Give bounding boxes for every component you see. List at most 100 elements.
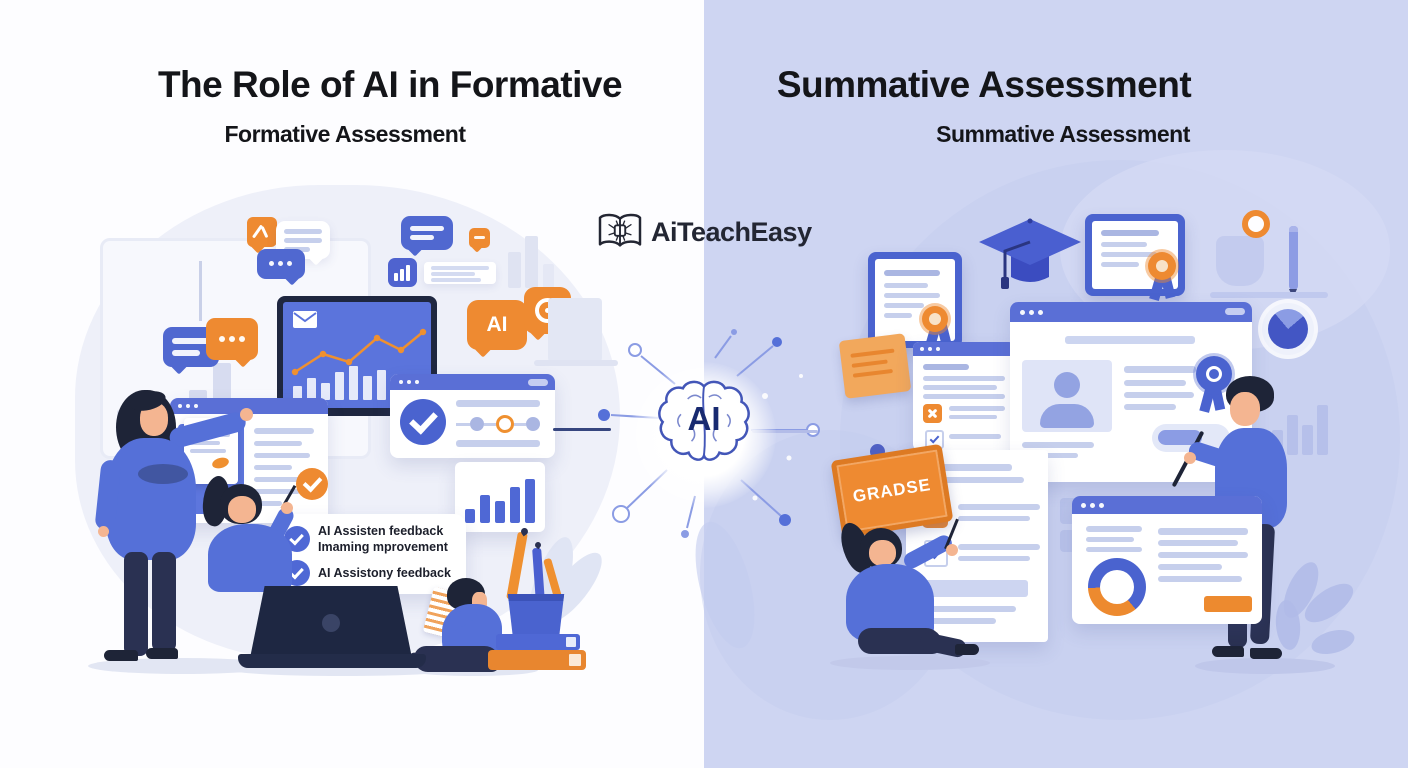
window-dots-icon bbox=[1020, 310, 1043, 315]
text-line bbox=[1101, 262, 1139, 267]
text-line bbox=[456, 400, 540, 407]
faint-bar bbox=[1302, 425, 1313, 455]
text-line bbox=[920, 477, 1024, 483]
text-line bbox=[884, 303, 924, 308]
text-line bbox=[254, 489, 300, 494]
text-line bbox=[1086, 537, 1134, 542]
typing-dots-icon bbox=[219, 336, 245, 342]
window-dots-icon bbox=[1081, 503, 1104, 508]
text-line bbox=[923, 376, 1005, 381]
laptop-logo bbox=[322, 614, 340, 632]
email-icon bbox=[293, 311, 317, 328]
ai-brain-label: AI bbox=[656, 376, 752, 462]
grade-note-label: GRADSE bbox=[851, 474, 933, 507]
chart-bar bbox=[525, 479, 535, 523]
text-line bbox=[1124, 404, 1176, 410]
progress-track bbox=[1152, 424, 1230, 452]
connector-line-left bbox=[553, 428, 611, 431]
text-line bbox=[1158, 528, 1248, 535]
pencil-eraser bbox=[1289, 226, 1298, 232]
faint-bar bbox=[525, 236, 538, 288]
window-header bbox=[390, 374, 555, 390]
text-line bbox=[410, 235, 434, 240]
text-line bbox=[949, 415, 997, 419]
teacher-chest-shade bbox=[138, 464, 188, 484]
speech-bubble-dots bbox=[206, 318, 258, 368]
brand-logo-text: AiTeachEasy bbox=[651, 216, 812, 247]
typing-dots-icon bbox=[269, 261, 292, 266]
cup-rim bbox=[507, 594, 565, 601]
text-line bbox=[190, 441, 220, 445]
text-line bbox=[1158, 576, 1242, 582]
pie-chart bbox=[1268, 309, 1308, 349]
text-line bbox=[852, 368, 893, 378]
bar-chart-card bbox=[455, 462, 545, 532]
ai-bubble-label: AI bbox=[486, 313, 508, 336]
header-button bbox=[1225, 308, 1245, 315]
graduation-cap-icon bbox=[979, 218, 1081, 289]
screen-bar bbox=[349, 366, 358, 400]
summative-title: Summative Assessment bbox=[776, 64, 1192, 105]
text-line bbox=[172, 350, 200, 356]
highlight-oval bbox=[210, 455, 231, 471]
rosette-center bbox=[929, 313, 941, 325]
chart-bar bbox=[480, 495, 490, 523]
book-orange bbox=[488, 650, 586, 670]
donut-chart bbox=[1088, 558, 1146, 616]
feedback-line-2: Imaming mprovement bbox=[318, 540, 448, 554]
donut-hole bbox=[1100, 570, 1134, 604]
stepper-line bbox=[514, 423, 526, 426]
medal-icon bbox=[1242, 210, 1270, 238]
speech-bubble-text bbox=[401, 216, 453, 257]
rosette-seal-icon bbox=[922, 306, 948, 332]
note-card bbox=[424, 262, 496, 284]
book-chip-logo-icon bbox=[598, 213, 642, 247]
shelf-line bbox=[1210, 292, 1328, 298]
ai-brain-icon bbox=[658, 380, 750, 461]
text-line bbox=[1086, 547, 1142, 552]
text-line bbox=[1158, 540, 1238, 546]
screen-bar bbox=[293, 386, 302, 400]
laptop-base bbox=[238, 654, 426, 668]
window-header bbox=[170, 398, 328, 414]
girl-face bbox=[869, 540, 896, 566]
screen-bar bbox=[335, 372, 344, 400]
whiteboard-pole bbox=[199, 261, 202, 321]
check-icon bbox=[929, 433, 940, 444]
speech-bubble-dots bbox=[257, 249, 305, 286]
window-header bbox=[913, 342, 1015, 356]
check-icon bbox=[409, 405, 438, 435]
text-line bbox=[1158, 564, 1222, 570]
chart-bar bbox=[465, 509, 475, 523]
screen-bar bbox=[307, 378, 316, 400]
screen-bar bbox=[377, 370, 386, 400]
text-line bbox=[1124, 366, 1196, 373]
text-line bbox=[172, 338, 210, 344]
text-line bbox=[958, 556, 1030, 561]
girl-hand bbox=[946, 544, 958, 556]
formative-title: The Role of AI in Formative bbox=[157, 64, 623, 105]
quiz-window-small bbox=[913, 342, 1015, 450]
text-line bbox=[923, 385, 997, 390]
man-shoe bbox=[1212, 646, 1244, 657]
ai-speech-bubble: AI bbox=[467, 300, 527, 358]
pen-glyph-icon bbox=[260, 225, 269, 239]
brand-logo: AiTeachEasy bbox=[597, 212, 812, 252]
text-line bbox=[254, 428, 314, 434]
action-button bbox=[1204, 596, 1252, 612]
avatar-head bbox=[1054, 372, 1080, 398]
dash-icon bbox=[474, 236, 485, 239]
faint-bar bbox=[508, 252, 521, 288]
check-icon bbox=[289, 530, 304, 546]
text-line bbox=[254, 441, 302, 446]
speech-bubble-mini bbox=[469, 228, 490, 253]
results-card bbox=[1072, 496, 1262, 624]
rosette-center bbox=[1156, 260, 1168, 272]
teacher-shoe bbox=[146, 648, 178, 659]
text-line bbox=[1101, 230, 1159, 236]
chart-bar bbox=[495, 501, 505, 523]
text-line bbox=[923, 394, 1005, 399]
text-line bbox=[254, 501, 282, 506]
stepper-line bbox=[456, 423, 470, 426]
